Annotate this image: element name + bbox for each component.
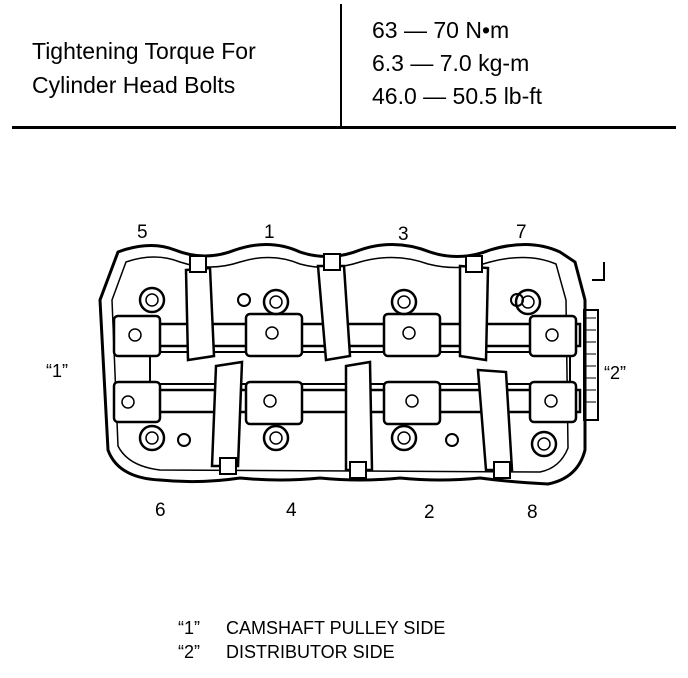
distributor-flange [583,309,599,421]
head-inner-outline [111,256,569,473]
bolt-number-bottom-1: 6 [155,500,166,521]
table-divider-horizontal [12,126,676,129]
bolt-number-bottom-4: 8 [527,502,538,523]
bolt-number-top-1: 5 [137,222,148,243]
rocker-arms-lower [210,360,514,472]
rocker-arms-upper [184,264,490,362]
head-bolt-heads [145,293,551,451]
bearing-caps [112,312,578,426]
bolt-number-top-2: 1 [264,222,275,243]
cap-markers [121,326,559,409]
torque-value-kgm: 6.3 — 7.0 kg-m [372,50,530,76]
bolt-number-top-3: 3 [398,224,409,245]
torque-table: Tightening Torque For Cylinder Head Bolt… [12,4,676,129]
small-bolts [177,293,524,447]
legend-key-1: “1” [178,618,200,638]
side-label-left: “1” [46,361,68,381]
torque-label: Tightening Torque For Cylinder Head Bolt… [32,34,256,102]
bolt-number-bottom-3: 2 [424,502,435,523]
bolt-number-bottom-2: 4 [286,500,297,521]
torque-value-lbft: 46.0 — 50.5 lb-ft [372,83,543,109]
legend-key-2: “2” [178,642,200,662]
table-divider-vertical [340,4,342,126]
torque-label-line2: Cylinder Head Bolts [32,72,236,98]
cylinder-head-illustration [98,242,605,486]
torque-label-line1: Tightening Torque For [32,38,256,64]
torque-value-nm: 63 — 70 N•m [372,17,510,43]
side-label-right: “2” [604,363,626,383]
legend-text-1: CAMSHAFT PULLEY SIDE [226,618,446,638]
head-outline [98,242,587,486]
legend-item-1: “1” CAMSHAFT PULLEY SIDE [178,616,445,640]
legend: “1” CAMSHAFT PULLEY SIDE “2” DISTRIBUTOR S… [178,616,445,664]
legend-text-2: DISTRIBUTOR SIDE [226,642,395,662]
bolt-number-top-4: 7 [516,222,527,243]
adjuster-screws [189,253,511,479]
legend-item-2: “2” DISTRIBUTOR SIDE [178,640,445,664]
torque-values: 63 — 70 N•m 6.3 — 7.0 kg-m 46.0 — 50.5 l… [372,14,542,113]
